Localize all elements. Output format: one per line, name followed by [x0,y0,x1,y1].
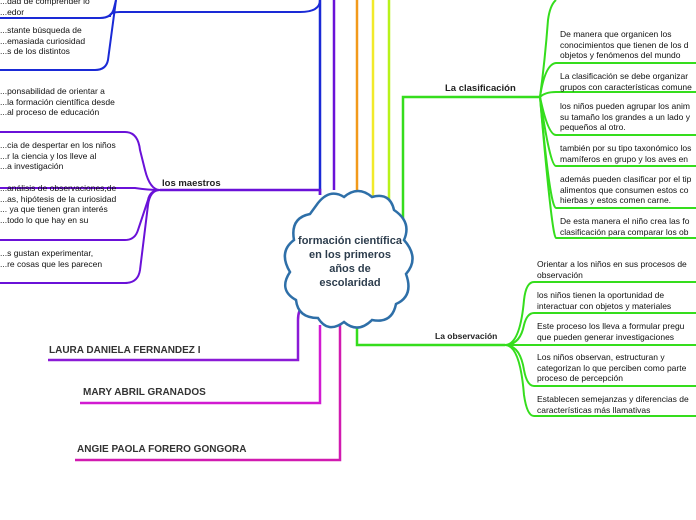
maestros-item-1: ...dad de comprender lo...edor [0,0,90,17]
central-topic[interactable]: formación científica en los primeros año… [298,235,402,289]
connector-observacion-5 [504,344,696,417]
connector-maestros-main [160,188,322,195]
connector-observacion-main [355,325,505,347]
maestros-item-3: ...ponsabilidad de orientar a...la forma… [0,86,115,117]
connector-blue-item-3 [0,0,117,71]
connector-blue-item-1 [109,0,321,17]
author-3: ANGIE PAOLA FORERO GONGORA [77,444,247,455]
connector-maestros-4 [0,187,161,191]
connector-clasificacion-2 [539,91,696,98]
connector-clasificacion-main [401,95,540,220]
connector-author-3 [75,325,342,462]
connector-author-2 [80,325,322,405]
clasificacion-label[interactable]: La clasificación [445,83,516,94]
maestros-label[interactable]: los maestros [162,178,221,189]
maestros-item-5: ...análisis de observaciones,de...as, hi… [0,183,117,225]
observacion-label[interactable]: La observación [435,331,498,341]
central-cloud-shape [283,189,414,329]
author-1: LAURA DANIELA FERNANDEZ I [49,345,201,356]
connector-clasificacion-6 [539,96,696,239]
maestros-item-4: ...cia de despertar en los niños...r la … [0,140,116,171]
connector-clasificacion-1 [539,62,696,98]
connector-clasificacion-top [539,0,557,98]
maestros-item-2: ...stante búsqueda de...emasiada curiosi… [0,25,86,56]
connector-observacion-1 [504,281,696,346]
connector-observacion-4 [504,344,696,387]
connector-maestros-1 [0,131,161,191]
connector-observacion-2 [504,312,696,346]
connector-maestros-3 [0,189,161,284]
author-2: MARY ABRIL GRANADOS [83,387,206,398]
maestros-item-6: ...s gustan experimentar,...re cosas que… [0,248,103,269]
